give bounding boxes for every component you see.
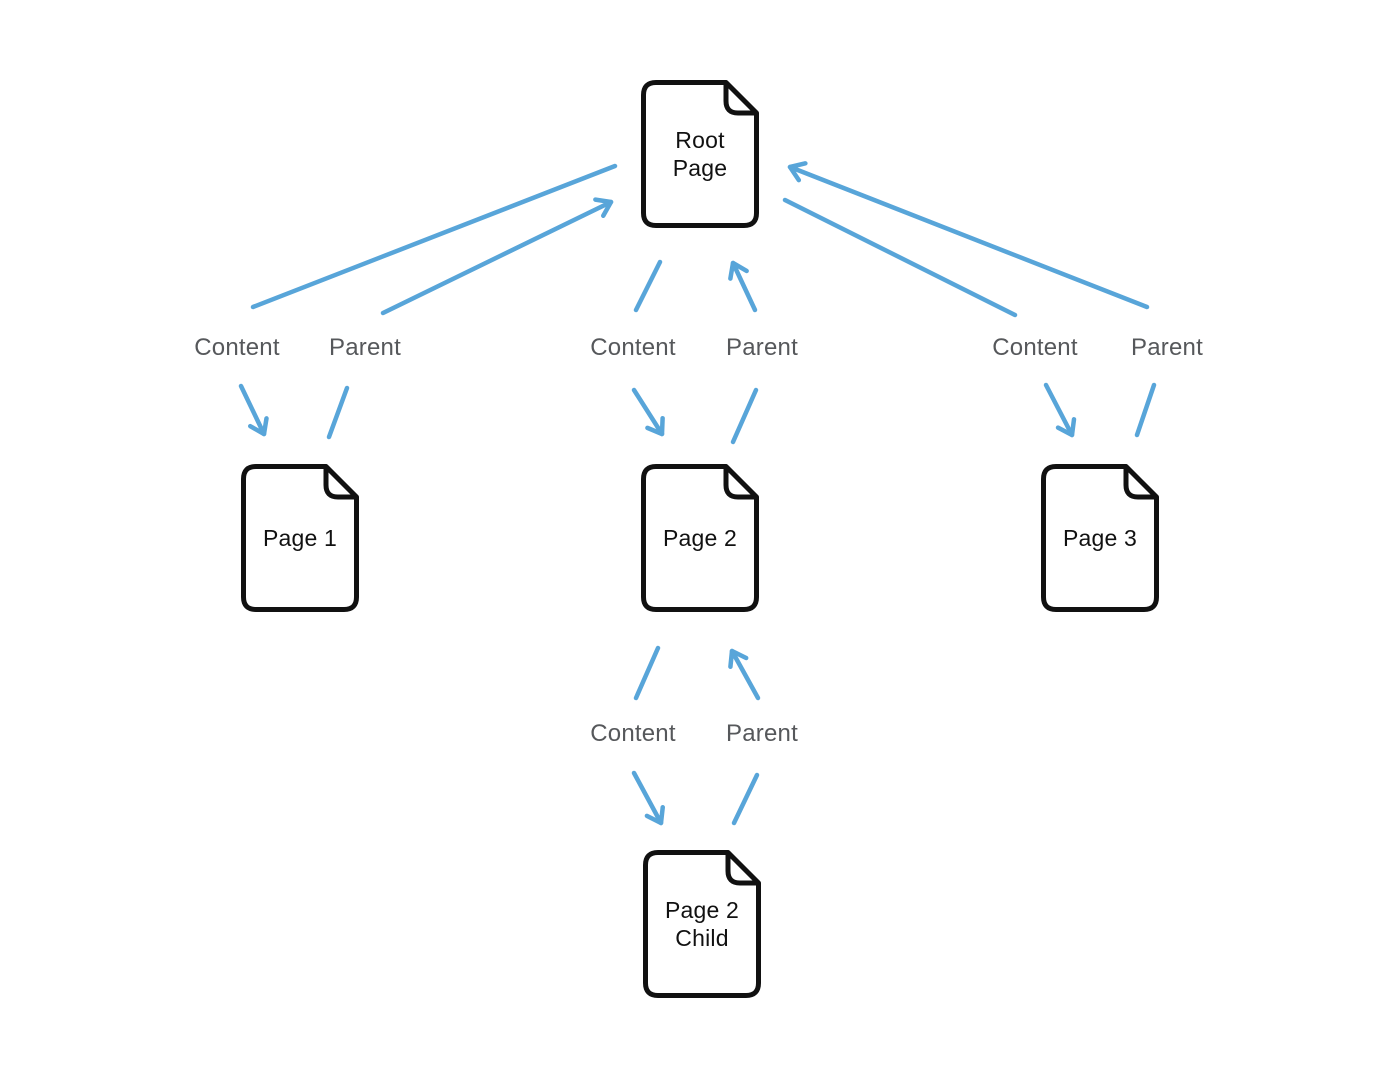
arrow-content-page2-to-page2child: [633, 645, 661, 701]
node-page-2-child: Page 2 Child: [643, 850, 761, 998]
arrow-content-root-to-page2: [631, 387, 665, 437]
document-icon: [641, 464, 759, 612]
arrow-content-root-to-page3: [1043, 382, 1077, 438]
arrow-parent-page2child-to-page2: [728, 648, 761, 701]
arrow-parent-page2-to-root: [730, 387, 759, 445]
document-icon: [641, 80, 759, 228]
arrow-content-root-to-page1: [250, 163, 618, 310]
arrow-parent-page3-to-root: [787, 161, 1150, 310]
node-root-page: Root Page: [641, 80, 759, 228]
arrow-parent-page2-to-root: [728, 260, 758, 313]
node-label: Page 3: [1041, 464, 1159, 612]
arrow-content-root-to-page1: [238, 383, 269, 437]
node-page-1: Page 1: [241, 464, 359, 612]
node-label-line: Child: [675, 925, 729, 951]
node-label-line: Page 3: [1062, 524, 1138, 551]
relation-label-parent: Parent: [726, 720, 798, 747]
document-icon: [643, 850, 761, 998]
arrow-parent-page2child-to-page2: [731, 772, 760, 826]
node-page-2: Page 2: [641, 464, 759, 612]
node-label-line: Page 2: [662, 524, 738, 551]
node-label-line: Page 1: [262, 524, 338, 551]
relation-label-content: Content: [590, 720, 676, 747]
node-label: Page 2: [641, 464, 759, 612]
node-label: Root Page: [641, 80, 759, 228]
document-icon: [1041, 464, 1159, 612]
arrow-content-page2-to-page2child: [631, 770, 665, 826]
node-label-line: Root: [675, 126, 725, 153]
relation-label-content: Content: [194, 334, 280, 361]
arrow-content-root-to-page2: [633, 259, 663, 313]
node-label-line: Page 2: [664, 896, 740, 923]
node-label: Page 2 Child: [643, 850, 761, 998]
document-icon: [241, 464, 359, 612]
arrow-parent-page1-to-root: [326, 385, 350, 440]
relation-label-parent: Parent: [726, 334, 798, 361]
arrow-parent-page3-to-root: [1134, 382, 1157, 438]
node-label: Page 1: [241, 464, 359, 612]
node-page-3: Page 3: [1041, 464, 1159, 612]
relation-label-parent: Parent: [1131, 334, 1203, 361]
relation-label-content: Content: [992, 334, 1078, 361]
arrow-parent-page1-to-root: [380, 197, 614, 316]
relation-label-parent: Parent: [329, 334, 401, 361]
arrow-content-root-to-page3: [782, 197, 1018, 318]
relation-label-content: Content: [590, 334, 676, 361]
node-label-line: Page: [672, 155, 728, 181]
